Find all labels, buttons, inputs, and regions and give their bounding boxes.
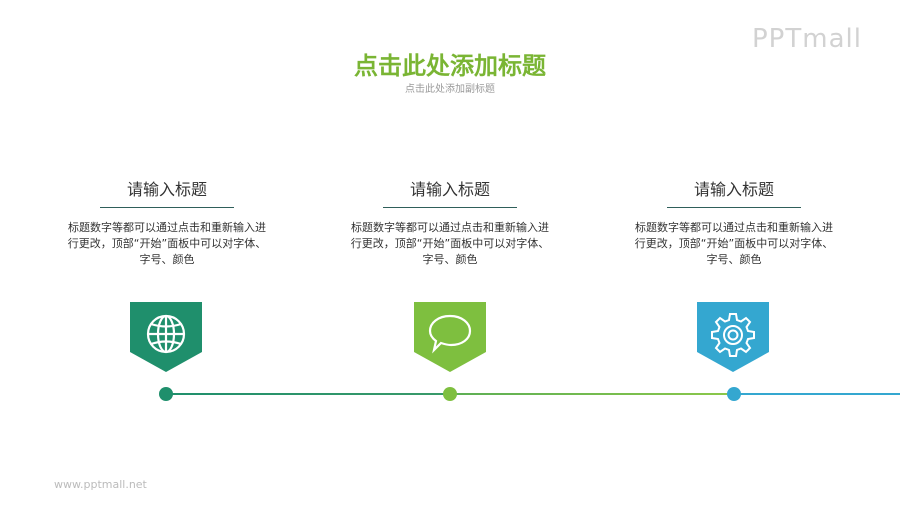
title-divider bbox=[383, 207, 517, 208]
card-title[interactable]: 请输入标题 bbox=[409, 180, 490, 199]
card-description[interactable]: 标题数字等都可以通过点击和重新输入进行更改，顶部“开始”面板中可以对字体、字号、… bbox=[67, 221, 267, 266]
card-description[interactable]: 标题数字等都可以通过点击和重新输入进行更改，顶部“开始”面板中可以对字体、字号、… bbox=[634, 221, 834, 266]
timeline-card-3: 请输入标题 标题数字等都可以通过点击和重新输入进行更改，顶部“开始”面板中可以对… bbox=[624, 178, 844, 268]
speech-badge[interactable] bbox=[414, 302, 486, 372]
title-divider bbox=[667, 207, 801, 208]
timeline-dot-2[interactable] bbox=[443, 387, 457, 401]
slide-title[interactable]: 点击此处添加标题 bbox=[354, 52, 546, 80]
timeline-segment-2 bbox=[450, 393, 734, 395]
footer-url: www.pptmall.net bbox=[54, 478, 147, 491]
globe-icon bbox=[146, 314, 186, 354]
timeline-dot-1[interactable] bbox=[159, 387, 173, 401]
card-title[interactable]: 请输入标题 bbox=[693, 180, 774, 199]
card-description[interactable]: 标题数字等都可以通过点击和重新输入进行更改，顶部“开始”面板中可以对字体、字号、… bbox=[350, 221, 550, 266]
globe-badge[interactable] bbox=[130, 302, 202, 372]
slide-subtitle[interactable]: 点击此处添加副标题 bbox=[405, 84, 495, 95]
card-title[interactable]: 请输入标题 bbox=[126, 180, 207, 199]
timeline-segment-1 bbox=[166, 393, 450, 395]
pptmall-logo: PPTmall bbox=[752, 24, 862, 54]
speech-bubble-icon bbox=[428, 314, 472, 354]
timeline-segment-3 bbox=[734, 393, 900, 395]
timeline-dot-3[interactable] bbox=[727, 387, 741, 401]
timeline-card-1: 请输入标题 标题数字等都可以通过点击和重新输入进行更改，顶部“开始”面板中可以对… bbox=[57, 178, 277, 268]
gear-badge[interactable] bbox=[697, 302, 769, 372]
title-divider bbox=[100, 207, 234, 208]
gear-icon bbox=[711, 313, 755, 357]
timeline-card-2: 请输入标题 标题数字等都可以通过点击和重新输入进行更改，顶部“开始”面板中可以对… bbox=[340, 178, 560, 268]
